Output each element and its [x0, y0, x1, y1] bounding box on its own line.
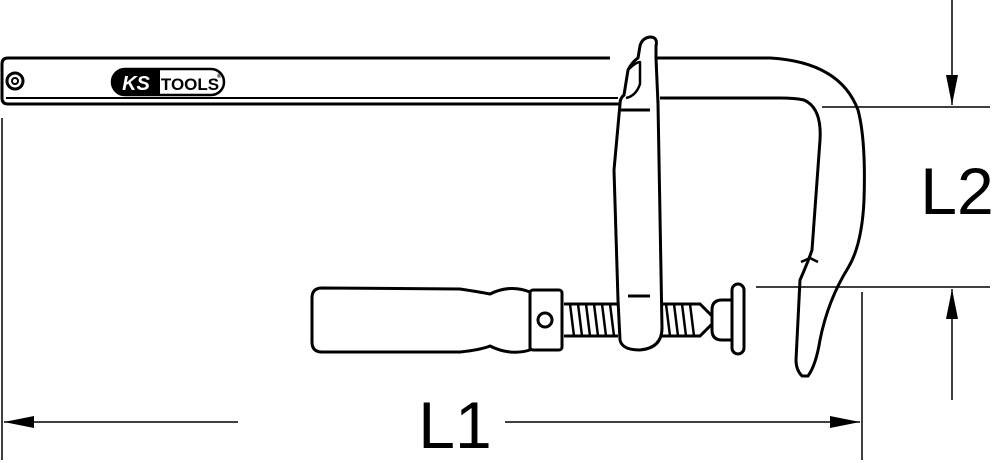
logo-registered-mark: ® — [217, 73, 222, 80]
rail-bar — [0, 56, 620, 106]
logo-ks-text: KS — [122, 73, 150, 95]
dimension-l1 — [1, 118, 863, 460]
dimension-l2 — [756, 0, 990, 400]
dimension-l1-label: L1 — [418, 388, 491, 462]
sliding-arm — [612, 35, 664, 352]
pressure-plate — [710, 282, 746, 356]
brand-logo: KS TOOLS ® — [110, 67, 226, 97]
dimension-l2-label: L2 — [920, 154, 993, 228]
handle — [310, 286, 564, 354]
logo-tools-text: TOOLS — [161, 75, 219, 94]
fixed-jaw — [656, 56, 866, 378]
